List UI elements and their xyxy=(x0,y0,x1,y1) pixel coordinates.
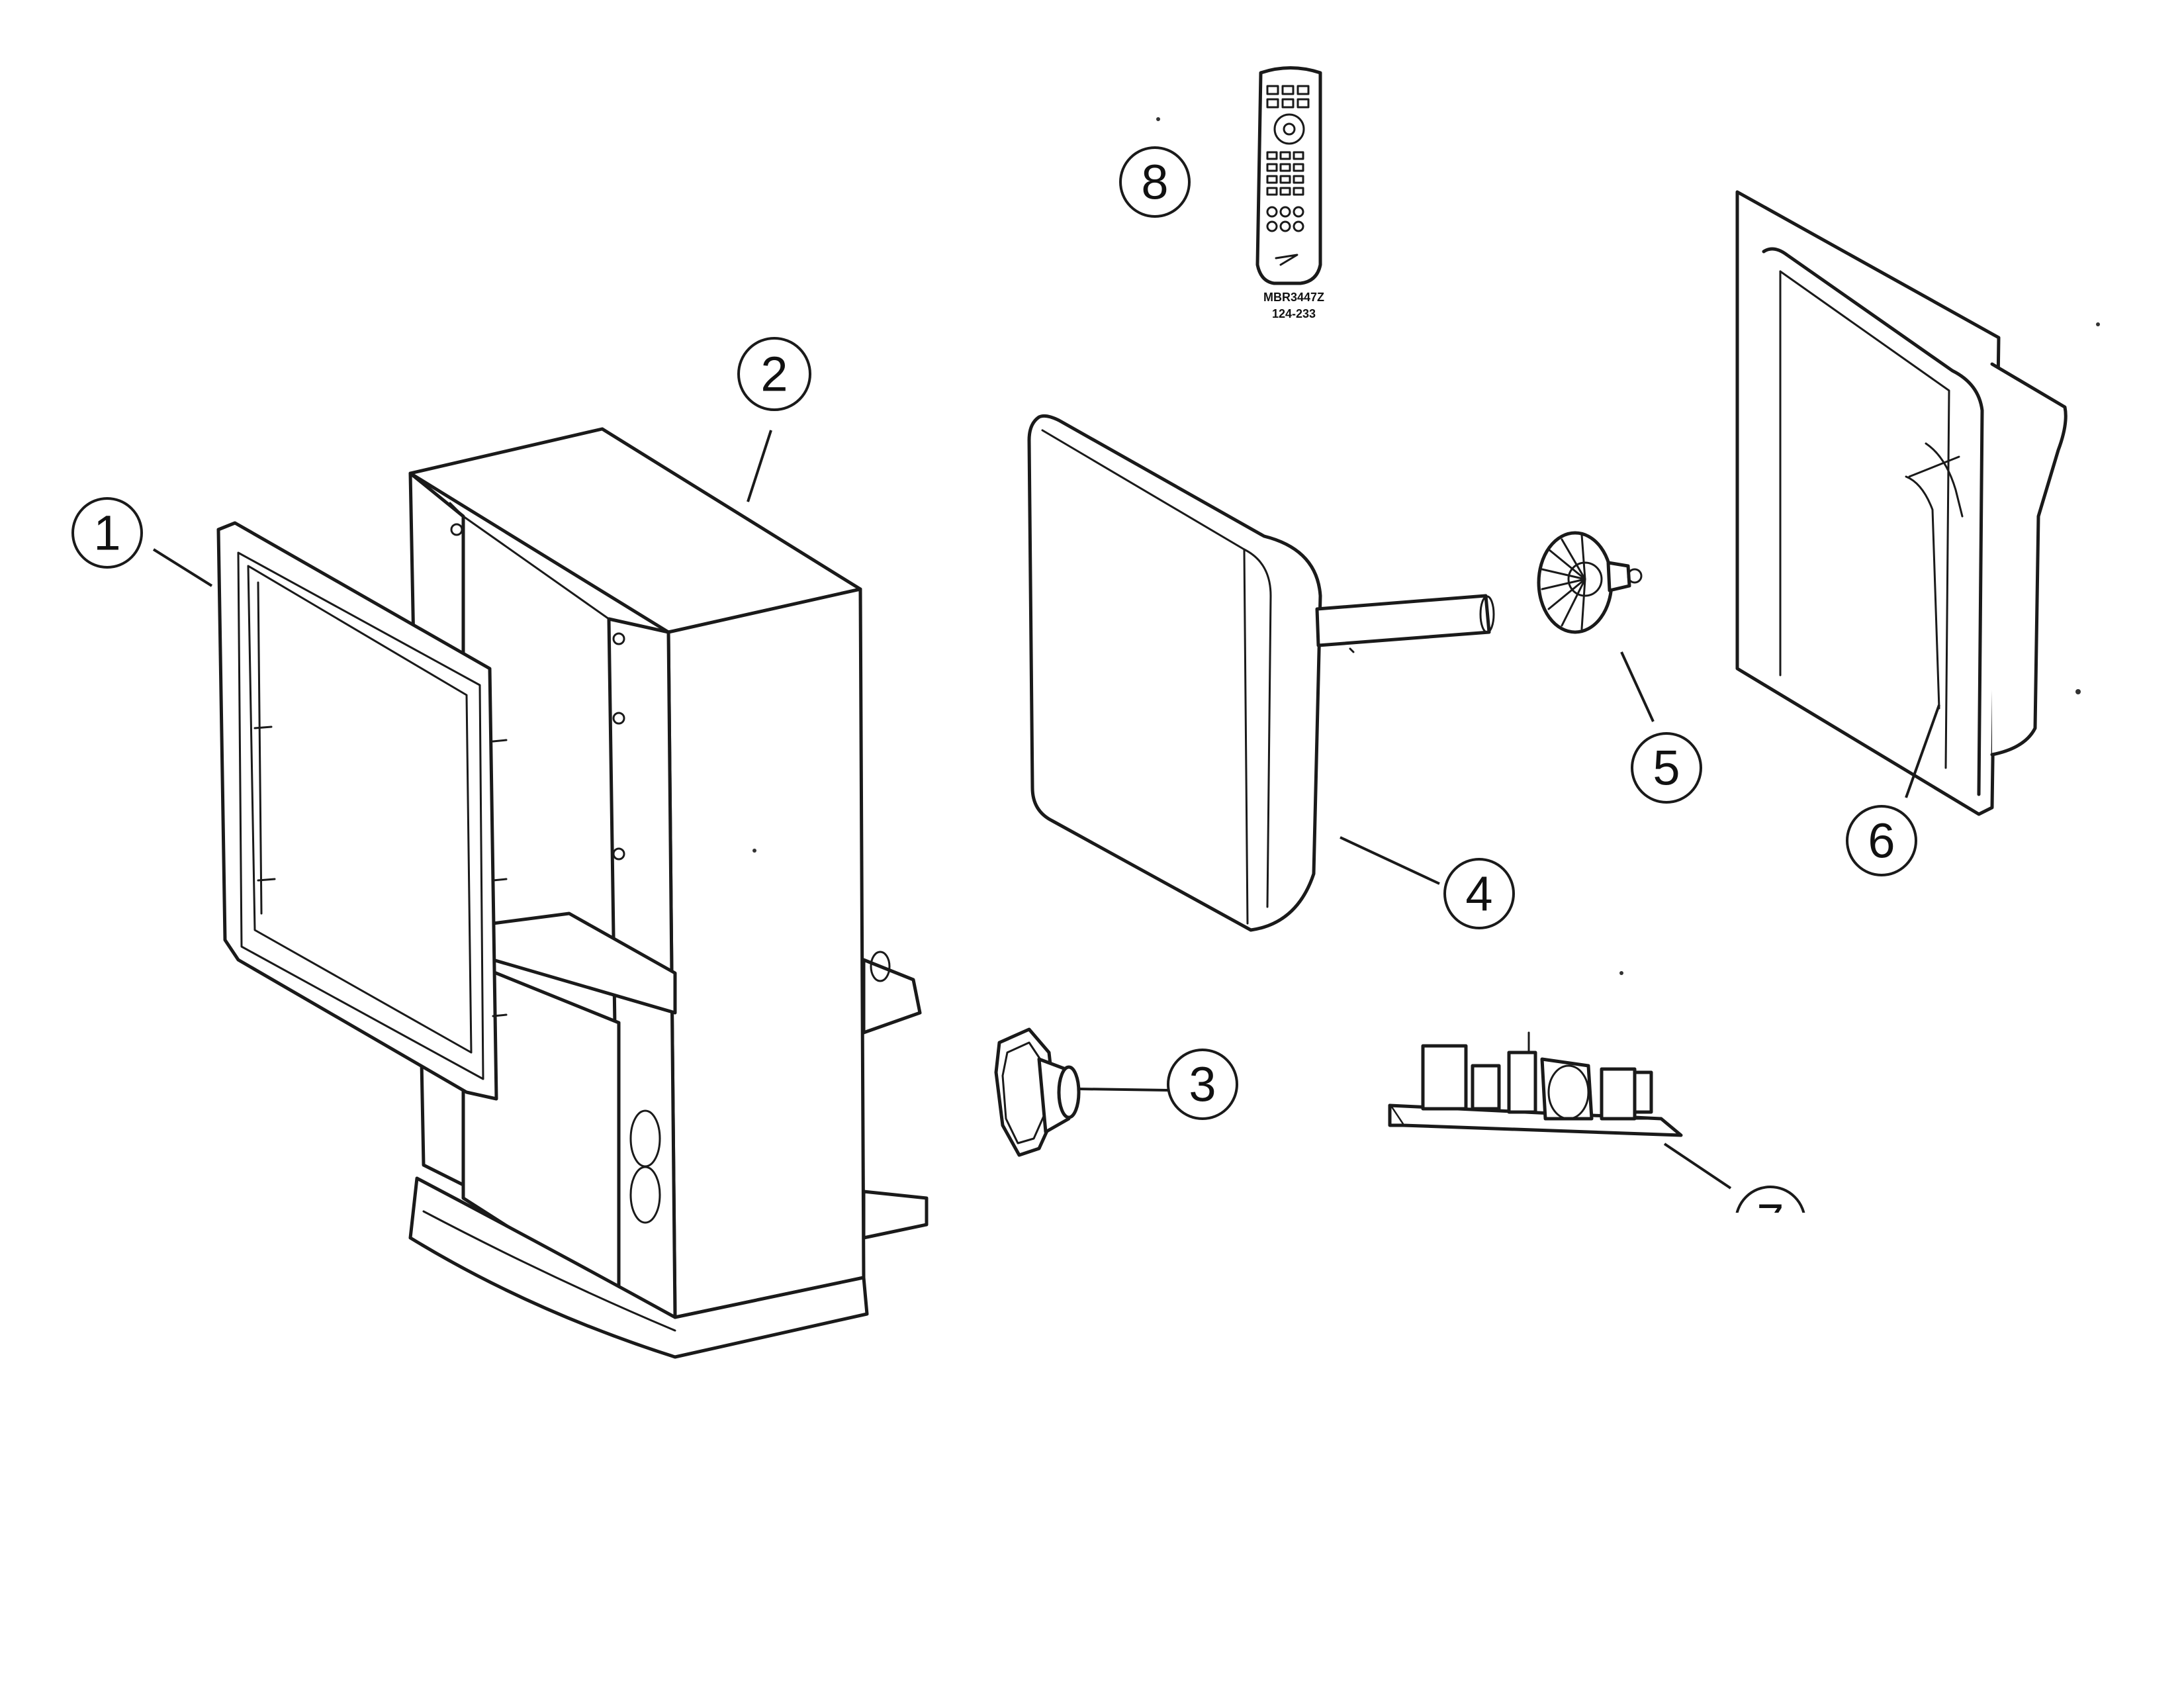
callout-label-1: 1 xyxy=(93,506,120,561)
callout-label-6: 6 xyxy=(1868,814,1895,868)
callout-label-7: 7 xyxy=(1756,1194,1784,1249)
leader-6 xyxy=(1905,704,1940,798)
leader-7 xyxy=(1663,1143,1732,1190)
callout-label-2: 2 xyxy=(760,347,788,402)
callout-6: 6 xyxy=(1846,805,1917,876)
callout-8: 8 xyxy=(1119,146,1191,218)
scan-specks xyxy=(752,117,2100,975)
screen-panel-part xyxy=(1027,414,1495,932)
callout-4: 4 xyxy=(1443,858,1515,929)
callout-label-8: 8 xyxy=(1141,155,1168,210)
remote-model-label: MBR3447Z xyxy=(1263,291,1324,304)
callout-label-3: 3 xyxy=(1189,1057,1216,1112)
leader-5 xyxy=(1620,651,1655,722)
back-cover-part xyxy=(1735,190,2068,816)
leader-1 xyxy=(152,548,213,587)
callout-7: 7 xyxy=(1735,1186,1805,1249)
leader-4 xyxy=(1340,836,1440,885)
callout-1: 1 xyxy=(71,497,143,569)
callout-3: 3 xyxy=(1167,1049,1238,1120)
callout-label-4: 4 xyxy=(1465,866,1492,921)
chassis-board-part xyxy=(1388,1031,1683,1137)
callout-5: 5 xyxy=(1631,732,1702,804)
callout-2: 2 xyxy=(737,337,811,411)
remote-part-number-label: 124-233 xyxy=(1272,307,1316,320)
callout-label-5: 5 xyxy=(1653,741,1680,796)
speaker-part xyxy=(994,1027,1081,1157)
front-frame-part xyxy=(216,521,508,1101)
remote-control-part: MBR3447Z 124-233 xyxy=(1255,66,1324,320)
leader-2 xyxy=(747,430,772,502)
callouts: 1 2 3 4 5 6 7 8 xyxy=(71,146,1917,1249)
leader-lines xyxy=(152,430,1940,1190)
leader-3 xyxy=(1078,1088,1169,1092)
lens-assembly-part xyxy=(1537,531,1643,634)
